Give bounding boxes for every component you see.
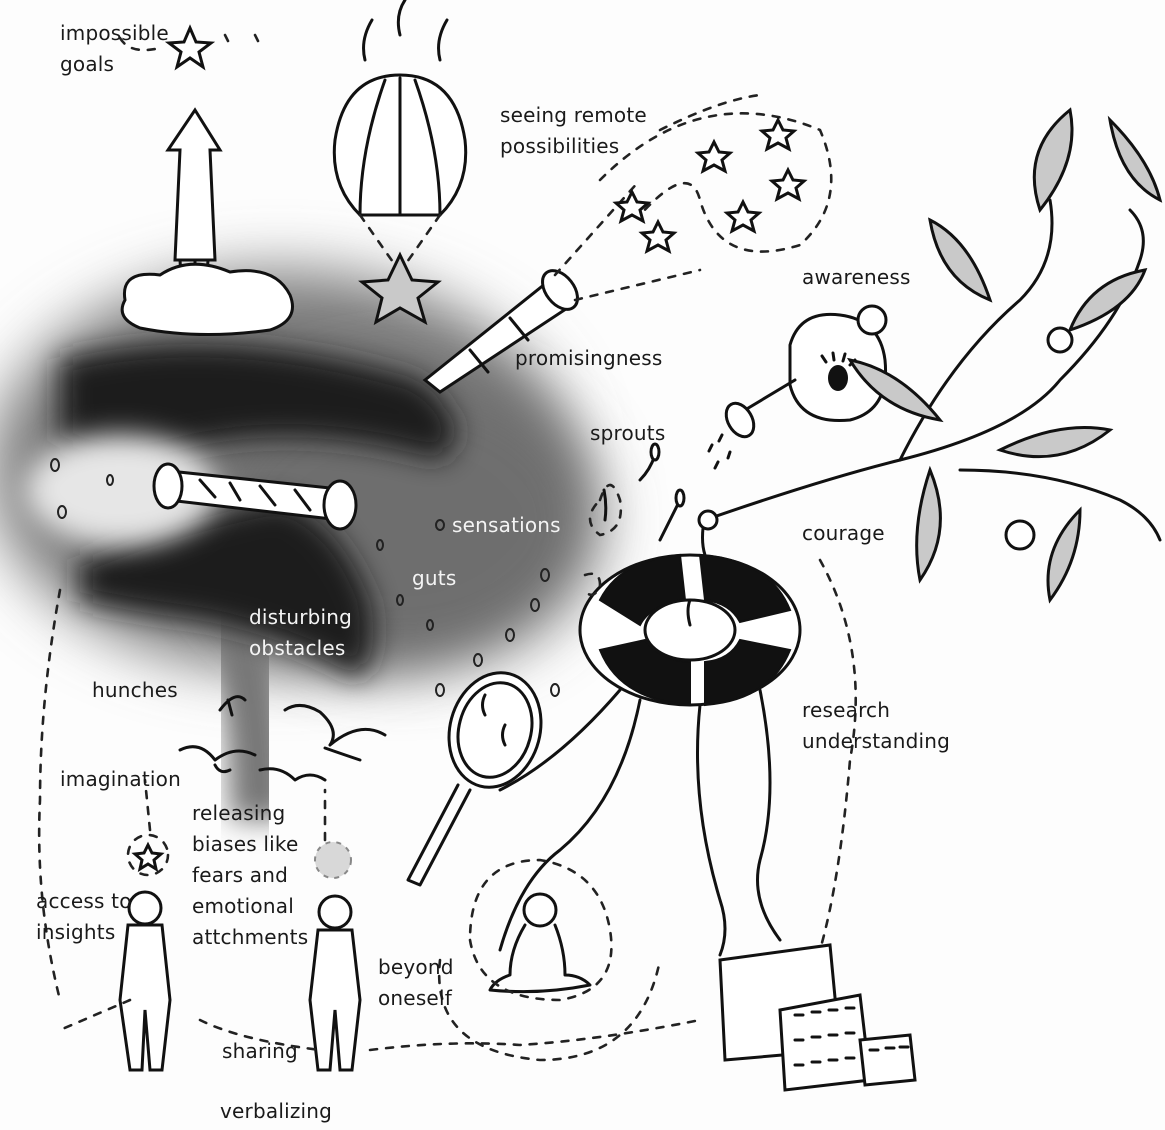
rocket (122, 110, 292, 335)
meditating-person (490, 894, 590, 992)
life-ring (580, 511, 800, 705)
person-right (310, 896, 360, 1070)
label-sprouts: sprouts (590, 418, 665, 449)
release-bubble (315, 842, 351, 878)
label-sharing: sharing (222, 1036, 298, 1067)
label-guts: guts (412, 563, 456, 594)
label-courage: courage (802, 518, 885, 549)
label-sensations: sensations (452, 510, 561, 541)
label-verbalizing: verbalizing (220, 1096, 332, 1127)
label-imagination: imagination (60, 764, 181, 795)
label-awareness: awareness (802, 262, 911, 293)
label-impossible-goals: impossible goals (60, 18, 169, 80)
insight-star-icon (135, 845, 161, 869)
building (720, 945, 915, 1090)
watering-can (709, 306, 886, 468)
parachute-balloon (334, 0, 465, 322)
label-hunches: hunches (92, 675, 178, 706)
label-beyond-oneself: beyond oneself (378, 952, 454, 1014)
goal-star-icon (169, 28, 211, 67)
label-promisingness: promisingness (515, 343, 663, 374)
label-disturbing-obstacles: disturbing obstacles (249, 602, 352, 664)
magnifying-glass (408, 662, 553, 885)
label-seeing-remote-possibilities: seeing remote possibilities (500, 100, 647, 162)
label-research-understanding: research understanding (802, 695, 950, 757)
label-releasing-biases: releasing biases like fears and emotiona… (192, 798, 308, 953)
label-access-to-insights: access to insights (36, 886, 132, 948)
